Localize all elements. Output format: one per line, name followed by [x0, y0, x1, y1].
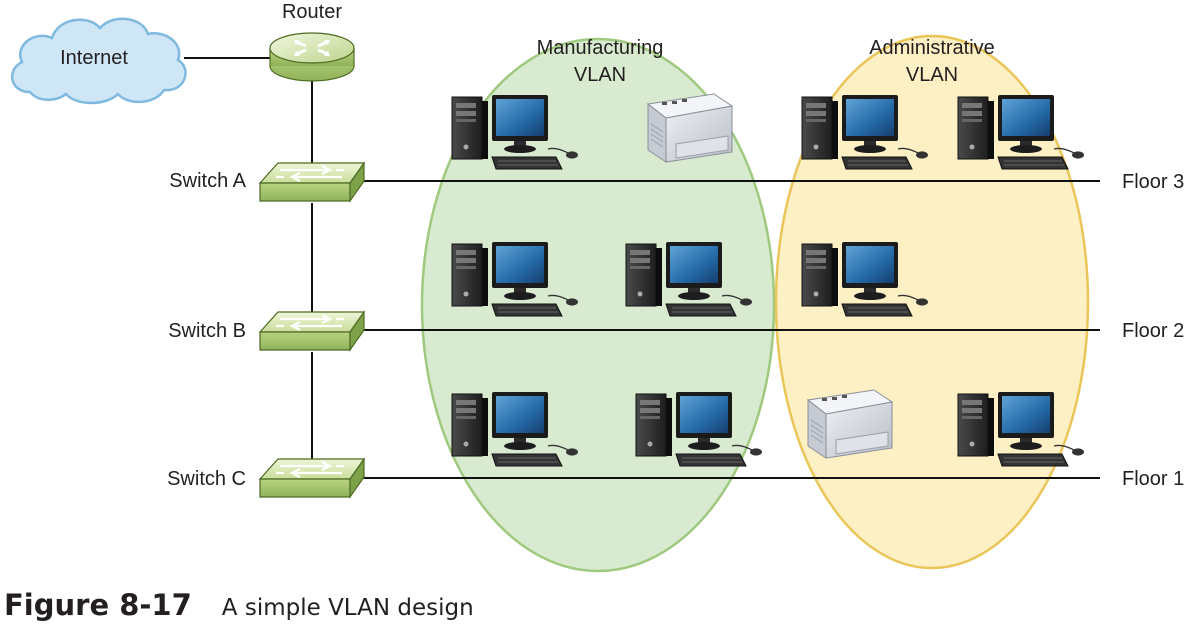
switch-b-label: Switch B	[168, 320, 246, 342]
router-label: Router	[282, 1, 342, 23]
printer-icon	[807, 389, 893, 459]
figure-title: A simple VLAN design	[221, 595, 474, 621]
switch-c-label: Switch C	[167, 468, 246, 490]
floor-1-label: Floor 1	[1122, 468, 1184, 490]
switch-a-label: Switch A	[169, 170, 246, 192]
switch-a-icon	[258, 161, 366, 203]
manufacturing-vlan-label-line2: VLAN	[574, 64, 626, 86]
figure-number: Figure 8-17	[4, 588, 192, 622]
administrative-vlan-label-line2: VLAN	[906, 64, 958, 86]
computer-icon	[957, 94, 1085, 170]
internet-label: Internet	[60, 47, 128, 69]
floor-3-label: Floor 3	[1122, 171, 1184, 193]
manufacturing-vlan-label-line1: Manufacturing	[537, 37, 664, 59]
internet-cloud	[10, 17, 187, 105]
links	[184, 57, 1100, 479]
router-icon	[269, 32, 355, 82]
switch-c-icon	[258, 457, 366, 499]
administrative-vlan-label-line1: Administrative	[869, 37, 995, 59]
figure-caption: Figure 8-17 A simple VLAN design	[4, 588, 474, 624]
switch-b-icon	[258, 310, 366, 352]
printer-icon	[647, 93, 733, 163]
floor-2-label: Floor 2	[1122, 320, 1184, 342]
